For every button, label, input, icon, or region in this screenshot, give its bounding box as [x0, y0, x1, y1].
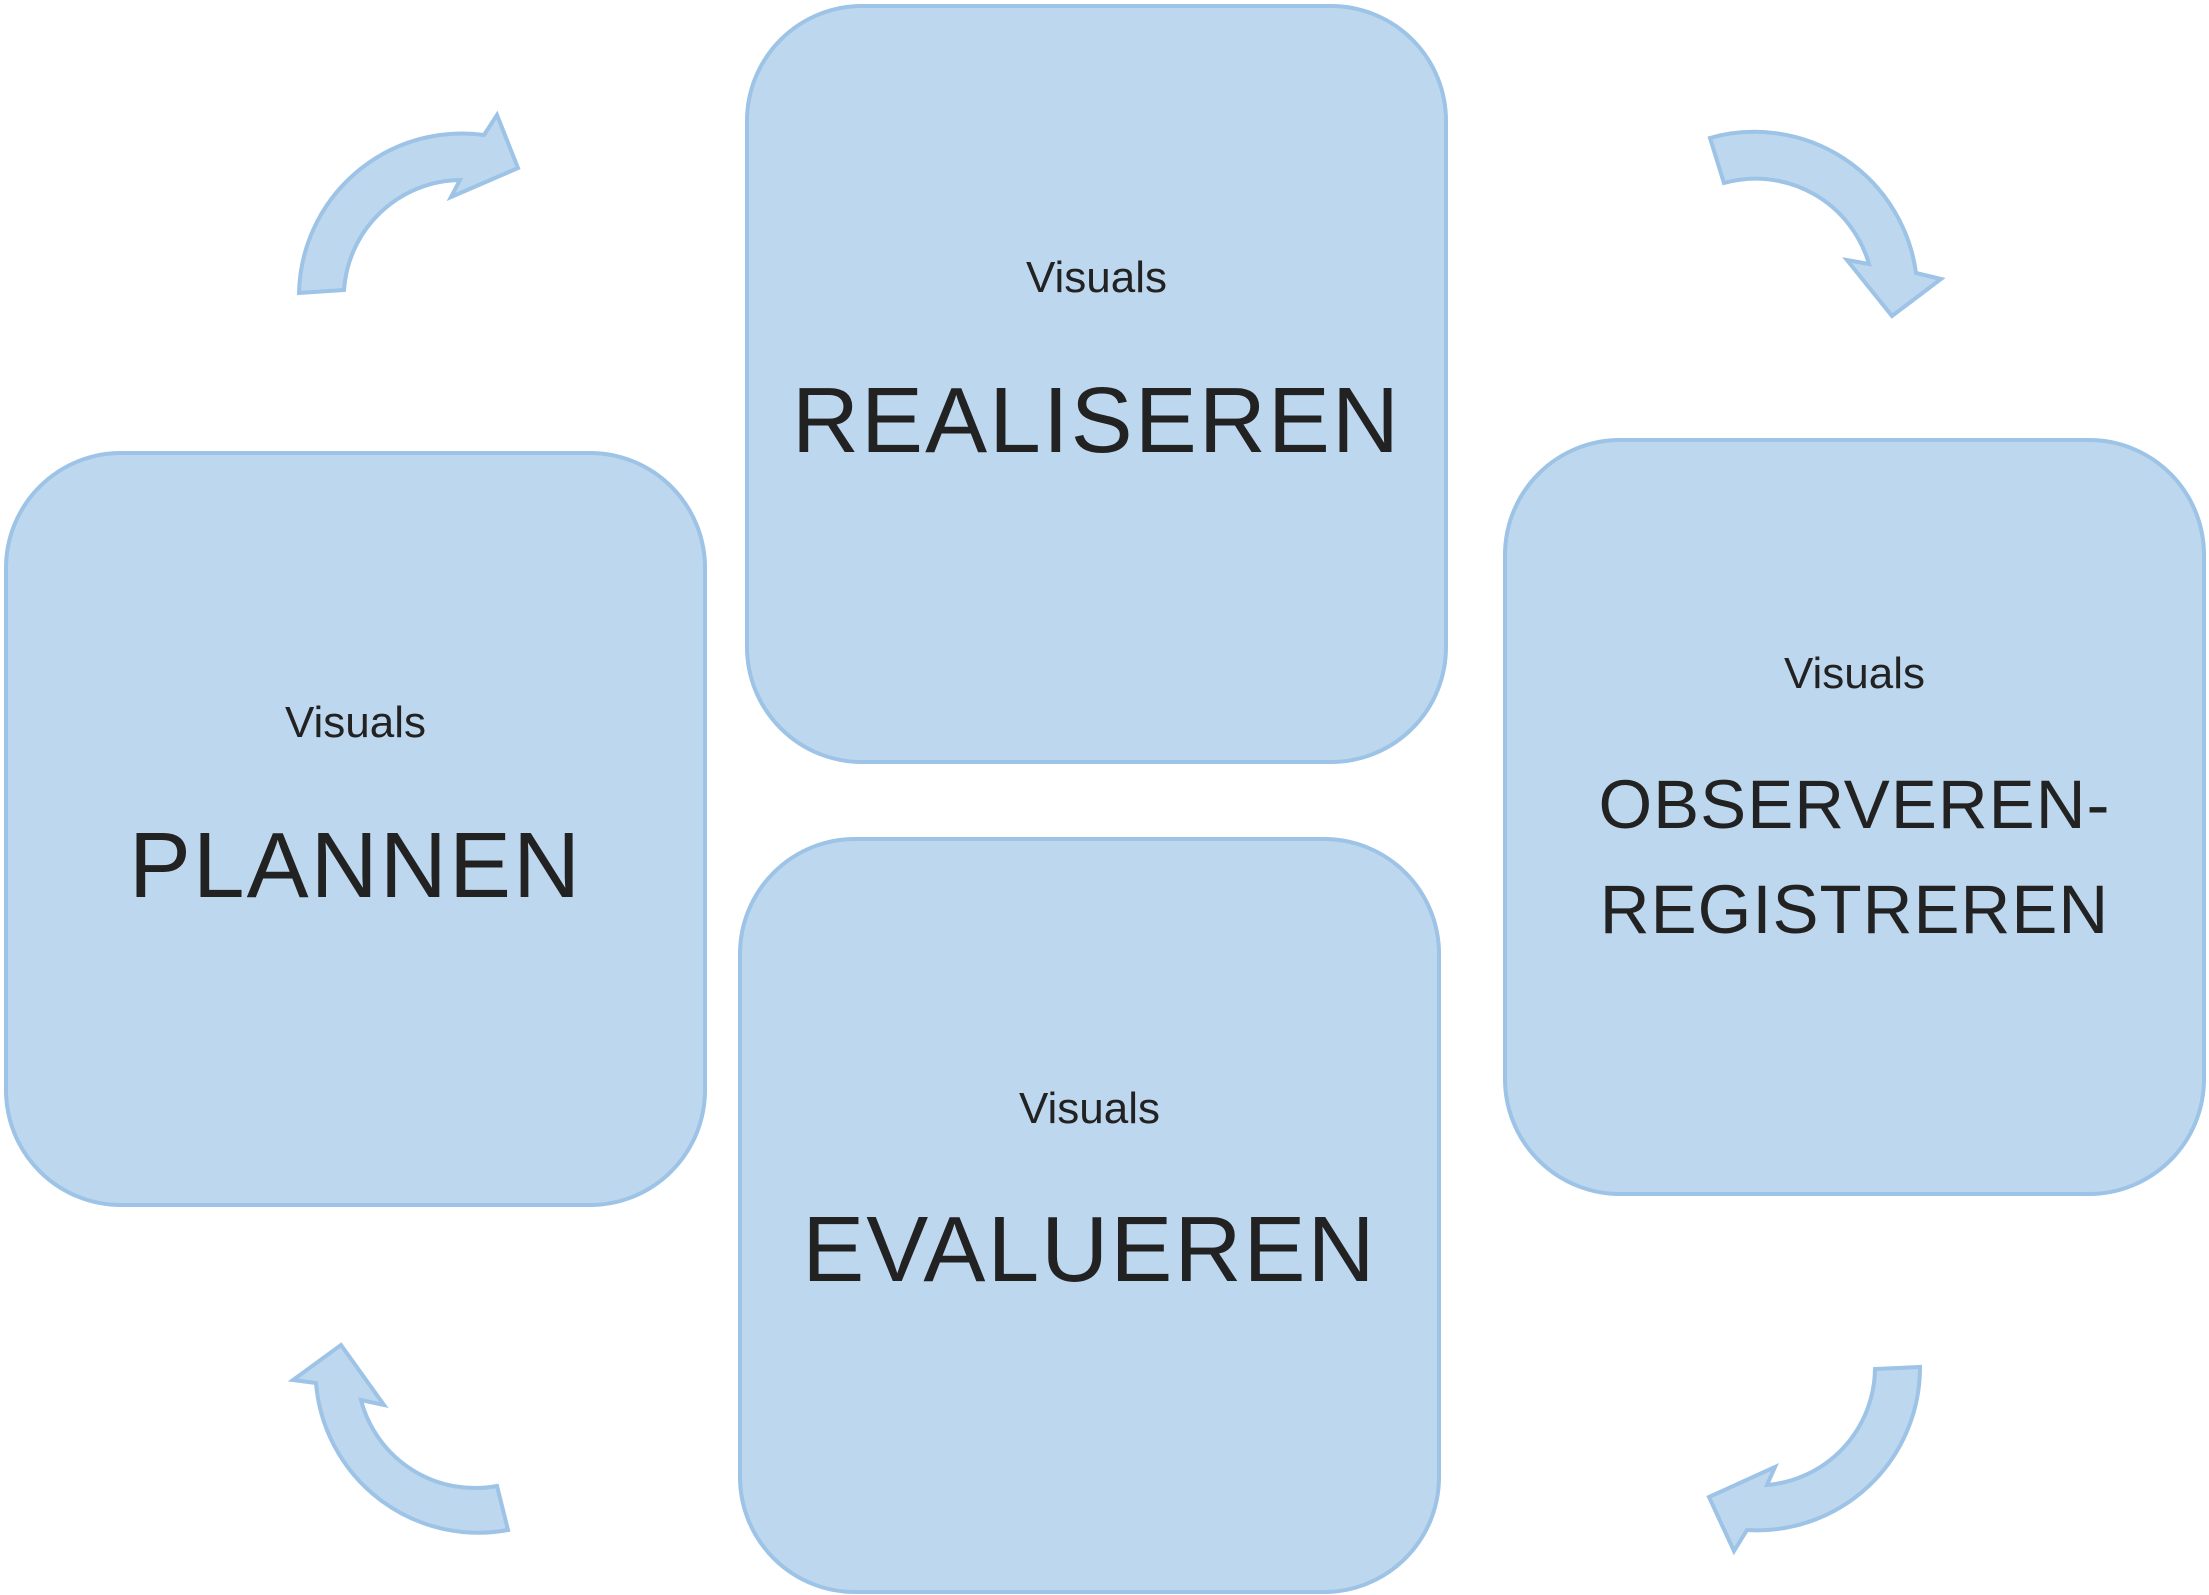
box-evalueren-title: EVALUEREN [802, 1197, 1377, 1301]
box-realiseren: Visuals REALISEREN [745, 4, 1448, 764]
box-observeren-title-line-1: OBSERVEREN- [1598, 766, 2111, 843]
box-observeren-title-line-2: REGISTREREN [1599, 871, 2110, 948]
box-observeren-title: OBSERVEREN- REGISTREREN [1507, 752, 2202, 962]
box-observeren-registreren: Visuals OBSERVEREN- REGISTREREN [1503, 438, 2206, 1196]
arrow-realiseren-to-observeren-icon [1707, 129, 1946, 319]
box-plannen-subtitle: Visuals [284, 698, 427, 747]
arrow-observeren-to-evalueren-icon [1706, 1364, 1923, 1556]
arrow-plannen-to-realiseren-icon [296, 110, 521, 296]
box-plannen-title: PLANNEN [128, 813, 583, 917]
box-realiseren-title: REALISEREN [791, 368, 1402, 472]
arrow-evalueren-to-plannen-icon [287, 1342, 511, 1535]
box-realiseren-subtitle: Visuals [1025, 253, 1168, 302]
box-evalueren: Visuals EVALUEREN [738, 837, 1441, 1594]
box-observeren-subtitle: Visuals [1783, 649, 1926, 698]
box-plannen: Visuals PLANNEN [4, 451, 707, 1207]
box-evalueren-subtitle: Visuals [1018, 1084, 1161, 1133]
